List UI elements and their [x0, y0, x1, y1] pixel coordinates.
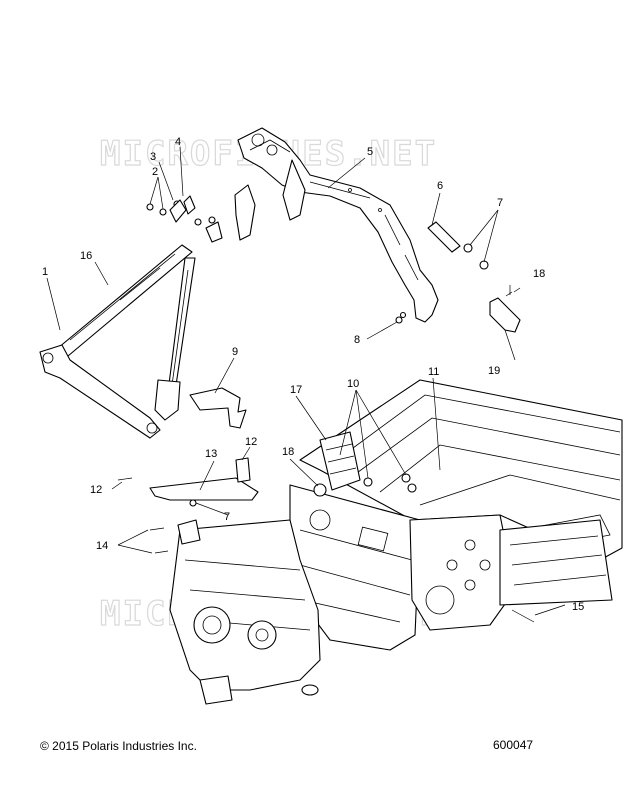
callout-5: 5 [367, 146, 373, 158]
callout-6: 6 [437, 180, 443, 192]
callout-labels: 1 2 3 4 5 6 7 7 8 9 10 11 12 12 13 14 15… [42, 136, 584, 613]
callout-17: 17 [290, 384, 302, 396]
callout-9: 9 [232, 346, 238, 358]
copyright-text: © 2015 Polaris Industries Inc. [40, 739, 197, 753]
callout-14: 14 [96, 540, 108, 552]
callout-2: 2 [152, 166, 158, 178]
diagram-number: 600047 [493, 738, 534, 752]
part-2-3-4-hardware [146, 195, 223, 243]
callout-7-bottom: 7 [224, 511, 230, 523]
callout-15: 15 [572, 601, 584, 613]
part-16-strut [57, 244, 193, 357]
part-8-nut [395, 311, 407, 324]
main-chassis [149, 379, 623, 705]
callout-7-top: 7 [497, 197, 503, 209]
part-5-frame-tube [234, 127, 439, 323]
callout-18-right: 18 [533, 268, 545, 280]
callout-16: 16 [80, 250, 92, 262]
part-1-lower-frame [39, 257, 196, 439]
callout-10: 10 [347, 378, 359, 390]
callout-19: 19 [488, 365, 500, 377]
callout-12-right: 12 [245, 436, 257, 448]
part-9-bracket [189, 387, 247, 429]
callout-8: 8 [354, 334, 360, 346]
part-19-bracket [489, 287, 521, 333]
callout-13: 13 [205, 448, 217, 460]
callout-3: 3 [150, 151, 156, 163]
callout-12-left: 12 [90, 484, 102, 496]
callout-1: 1 [42, 266, 48, 278]
callout-18-left: 18 [282, 446, 294, 458]
leader-lines [46, 146, 566, 616]
part-6-7-hardware [427, 221, 489, 270]
callout-4: 4 [175, 136, 181, 148]
part-13-strap [117, 457, 259, 507]
callout-11: 11 [428, 366, 439, 378]
